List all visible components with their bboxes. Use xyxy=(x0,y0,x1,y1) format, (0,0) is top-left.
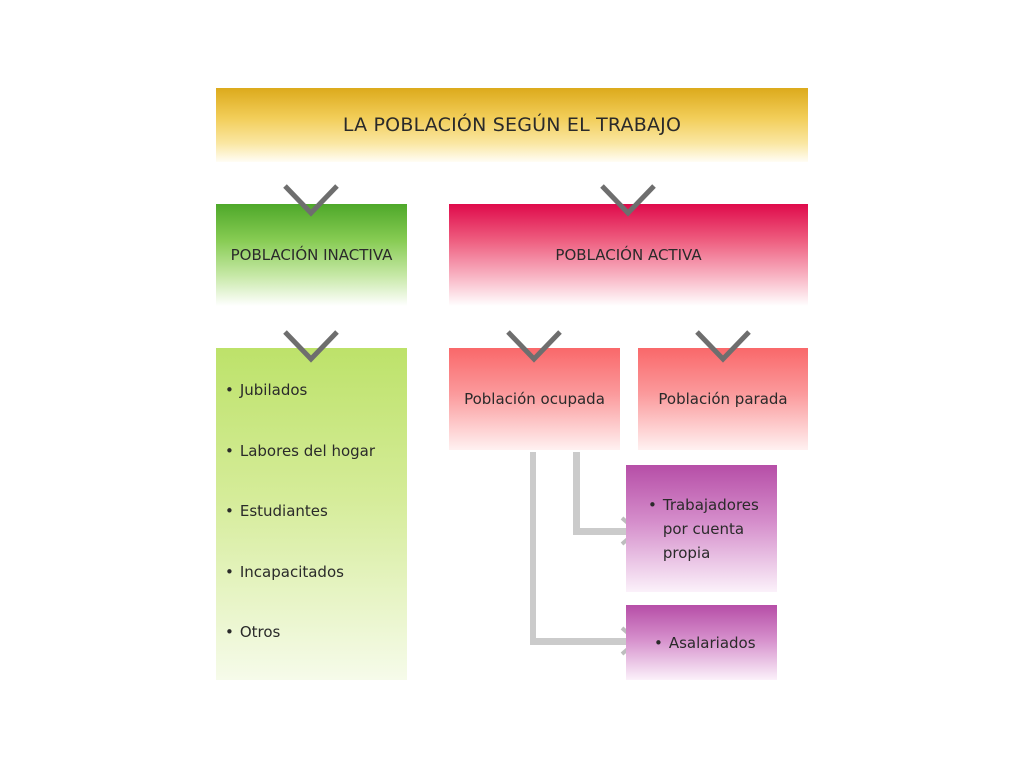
list-item: Incapacitados xyxy=(225,557,407,618)
self-employed-label: Trabajadores por cuenta propia xyxy=(662,496,759,562)
chevron-down-icon xyxy=(283,330,339,363)
unemployed-population-label: Población parada xyxy=(658,390,788,408)
chevron-down-icon xyxy=(600,184,656,217)
inactive-population-label: POBLACIÓN INACTIVA xyxy=(230,246,393,264)
list-item: Otros xyxy=(225,617,407,678)
title-bar: LA POBLACIÓN SEGÚN EL TRABAJO xyxy=(216,88,808,162)
diagram-title: LA POBLACIÓN SEGÚN EL TRABAJO xyxy=(342,114,682,136)
list-item: Jubilados xyxy=(225,375,407,436)
chevron-down-icon xyxy=(506,330,562,363)
chevron-down-icon xyxy=(695,330,751,363)
salaried-label: Asalariados xyxy=(668,633,756,652)
occupied-population-label: Población ocupada xyxy=(464,390,605,408)
list-item: Labores del hogar xyxy=(225,436,407,497)
inactive-population-list: Jubilados Labores del hogar Estudiantes … xyxy=(216,348,407,680)
active-population-label: POBLACIÓN ACTIVA xyxy=(555,246,702,264)
unemployed-population-box: Población parada xyxy=(638,348,808,450)
salaried-box: Asalariados xyxy=(626,605,777,680)
self-employed-box: Trabajadores por cuenta propia xyxy=(626,465,777,592)
inactive-population-box: POBLACIÓN INACTIVA xyxy=(216,204,407,306)
occupied-population-box: Población ocupada xyxy=(449,348,620,450)
chevron-down-icon xyxy=(283,184,339,217)
active-population-box: POBLACIÓN ACTIVA xyxy=(449,204,808,306)
bullet-icon xyxy=(648,496,663,514)
list-item: Estudiantes xyxy=(225,496,407,557)
